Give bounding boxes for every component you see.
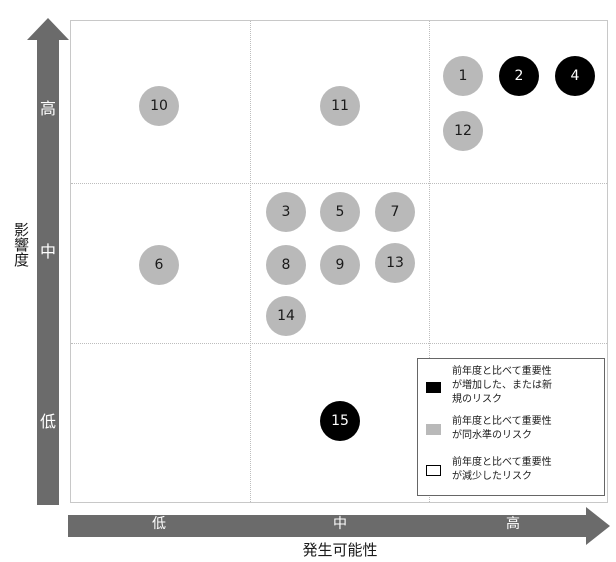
x-axis-level-low: 低	[152, 516, 166, 532]
legend-text-new-line3: 規のリスク	[452, 394, 502, 405]
y-axis-arrow-shape	[27, 18, 69, 505]
legend-text-same-line1: 前年度と比べて重要性	[452, 416, 552, 427]
legend-swatch-same	[426, 424, 441, 435]
legend-item-new: 前年度と比べて重要性 が増加した、または新 規のリスク	[426, 365, 602, 409]
risk-bubble-15: 15	[320, 401, 360, 441]
risk-bubble-5: 5	[320, 192, 360, 232]
legend-text-less-line2: が減少したリスク	[452, 471, 532, 482]
y-axis-title-text: 影響度	[12, 222, 30, 267]
y-axis-level-mid: 中	[39, 242, 56, 261]
legend-text-new-line2: が増加した、または新	[452, 380, 552, 391]
risk-bubble-12: 12	[443, 111, 483, 151]
legend-text-same-line2: が同水準のリスク	[452, 430, 532, 441]
y-axis-arrow: 高 中 低	[27, 18, 69, 505]
legend-text-new-line1: 前年度と比べて重要性	[452, 366, 552, 377]
y-axis-level-low: 低	[39, 412, 56, 431]
x-axis-level-mid: 中	[333, 516, 347, 532]
risk-matrix-grid	[70, 20, 608, 503]
risk-bubble-7: 7	[375, 192, 415, 232]
risk-bubble-9: 9	[320, 245, 360, 285]
x-axis-level-high: 高	[506, 516, 520, 532]
risk-bubble-4: 4	[555, 56, 595, 96]
risk-bubble-3: 3	[266, 192, 306, 232]
legend: 前年度と比べて重要性 が増加した、または新 規のリスク 前年度と比べて重要性 が…	[417, 358, 605, 496]
risk-bubble-10: 10	[139, 86, 179, 126]
legend-item-same: 前年度と比べて重要性 が同水準のリスク	[426, 415, 602, 445]
legend-text-less: 前年度と比べて重要性 が減少したリスク	[452, 456, 602, 484]
legend-swatch-less	[426, 465, 441, 476]
x-axis-arrow-shape	[68, 507, 610, 545]
x-axis-arrow: 低 中 高	[68, 507, 610, 545]
legend-item-less: 前年度と比べて重要性 が減少したリスク	[426, 456, 602, 486]
y-axis-level-high: 高	[39, 99, 56, 118]
risk-bubble-13: 13	[375, 243, 415, 283]
y-axis-title: 影響度	[10, 222, 30, 267]
grid-divider-vertical-2	[429, 21, 430, 502]
grid-divider-horizontal-2	[71, 343, 607, 344]
legend-text-same: 前年度と比べて重要性 が同水準のリスク	[452, 415, 602, 443]
legend-text-new: 前年度と比べて重要性 が増加した、または新 規のリスク	[452, 365, 602, 407]
grid-divider-horizontal-1	[71, 183, 607, 184]
risk-bubble-11: 11	[320, 86, 360, 126]
legend-text-less-line1: 前年度と比べて重要性	[452, 457, 552, 468]
risk-bubble-2: 2	[499, 56, 539, 96]
risk-bubble-6: 6	[139, 245, 179, 285]
legend-swatch-new	[426, 382, 441, 393]
grid-divider-vertical-1	[250, 21, 251, 502]
risk-bubble-8: 8	[266, 245, 306, 285]
x-axis-title: 発生可能性	[302, 541, 378, 559]
risk-bubble-14: 14	[266, 296, 306, 336]
risk-bubble-1: 1	[443, 56, 483, 96]
